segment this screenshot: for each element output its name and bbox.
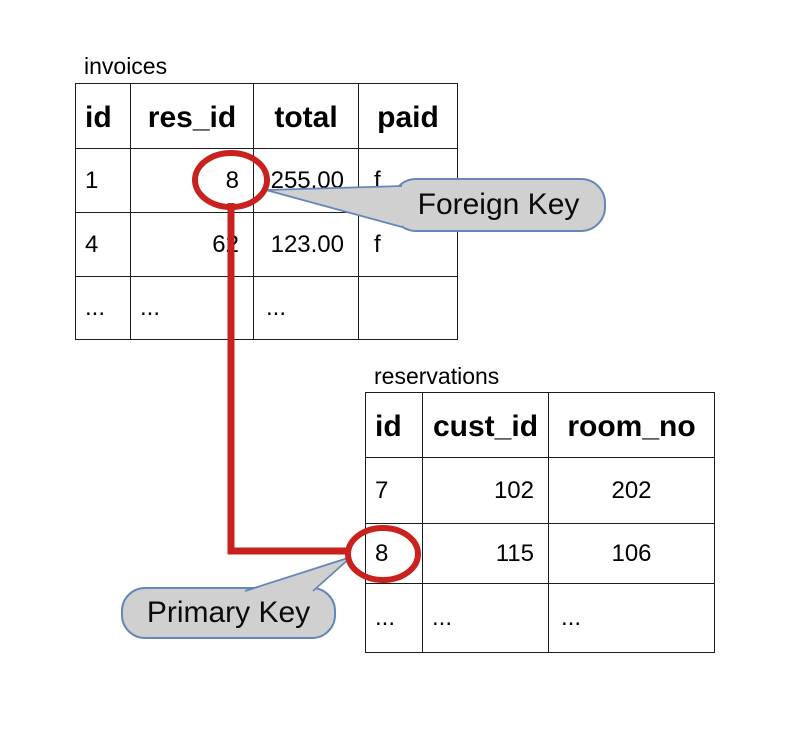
- invoices-header-total: total: [253, 83, 359, 149]
- invoices-header-res-id: res_id: [130, 83, 254, 149]
- reservations-header-id: id: [365, 392, 423, 458]
- table-row: 8 115 106: [365, 523, 715, 584]
- table-row: ... ... ...: [365, 583, 715, 653]
- reservations-cell-room-no: ...: [548, 583, 715, 653]
- invoices-header-id: id: [75, 83, 131, 149]
- reservations-table: id cust_id room_no 7 102 202 8 115 106 .…: [365, 392, 715, 653]
- invoices-cell-total: 123.00: [253, 212, 359, 277]
- invoices-cell-paid: [358, 276, 458, 340]
- invoices-cell-id: 1: [75, 148, 131, 213]
- primary-key-label: Primary Key: [146, 596, 311, 629]
- invoices-header-paid: paid: [358, 83, 458, 149]
- invoices-cell-res-id: ...: [130, 276, 254, 340]
- reservations-header-cust-id: cust_id: [422, 392, 549, 458]
- primary-key-callout-tail: [245, 557, 351, 592]
- invoices-cell-total: 255.00: [253, 148, 359, 213]
- invoices-cell-res-id: 62: [130, 212, 254, 277]
- invoices-cell-id: 4: [75, 212, 131, 277]
- reservations-header-row: id cust_id room_no: [365, 392, 715, 458]
- reservations-cell-cust-id: ...: [422, 583, 549, 653]
- invoices-table-label: invoices: [84, 53, 168, 79]
- invoices-cell-id: ...: [75, 276, 131, 340]
- reservations-cell-room-no: 106: [548, 523, 715, 584]
- primary-key-callout-tail-outline: [244, 556, 352, 592]
- reservations-cell-id: ...: [365, 583, 423, 653]
- invoices-header-row: id res_id total paid: [75, 83, 458, 149]
- reservations-cell-id-highlighted: 8: [365, 523, 423, 584]
- invoices-cell-res-id-highlighted: 8: [130, 148, 254, 213]
- table-row: 7 102 202: [365, 457, 715, 524]
- invoices-cell-total: ...: [253, 276, 359, 340]
- table-row: ... ... ...: [75, 276, 458, 340]
- reservations-cell-room-no: 202: [548, 457, 715, 524]
- reservations-table-label: reservations: [374, 363, 500, 389]
- reservations-header-room-no: room_no: [548, 392, 715, 458]
- reservations-cell-cust-id: 115: [422, 523, 549, 584]
- reservations-cell-cust-id: 102: [422, 457, 549, 524]
- reservations-cell-id: 7: [365, 457, 423, 524]
- foreign-key-label: Foreign Key: [417, 188, 580, 221]
